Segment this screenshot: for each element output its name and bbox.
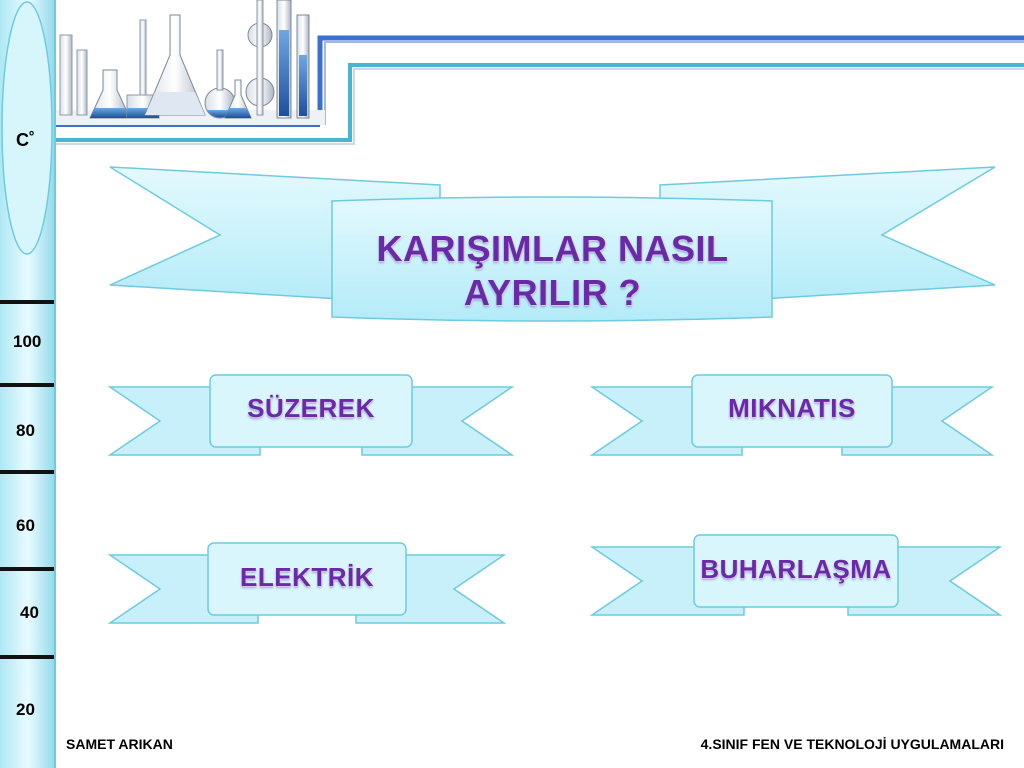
option-ribbon-elektrik[interactable]: ELEKTRİK	[107, 542, 507, 628]
header-border-lines	[55, 35, 1024, 145]
footer-course: 4.SINIF FEN VE TEKNOLOJİ UYGULAMALARI	[700, 736, 1004, 752]
scale-label-20: 20	[16, 700, 35, 719]
scale-label-100: 100	[13, 332, 42, 351]
thermometer-scale-icon	[0, 0, 56, 768]
option-label: ELEKTRİK	[240, 562, 374, 592]
option-ribbon-miknatis[interactable]: MIKNATIS	[589, 374, 995, 460]
option-ribbon-suzerek[interactable]: SÜZEREK	[107, 374, 515, 460]
temperature-unit-label: C˚	[16, 130, 35, 150]
option-label: MIKNATIS	[728, 393, 856, 423]
lab-glassware-icon	[55, 0, 325, 125]
option-label: BUHARLAŞMA	[700, 554, 892, 584]
scale-label-80: 80	[16, 421, 35, 440]
title-ribbon: KARIŞIMLAR NASIL AYRILIR ?	[109, 165, 996, 330]
option-ribbon-buharlasma[interactable]: BUHARLAŞMA	[589, 534, 1003, 620]
scale-label-60: 60	[16, 516, 35, 535]
footer-author: SAMET ARIKAN	[66, 736, 173, 752]
scale-label-40: 40	[20, 603, 39, 622]
option-label: SÜZEREK	[247, 393, 375, 423]
title-line-2: AYRILIR ?	[463, 272, 642, 313]
title-line-1: KARIŞIMLAR NASIL	[376, 228, 729, 269]
